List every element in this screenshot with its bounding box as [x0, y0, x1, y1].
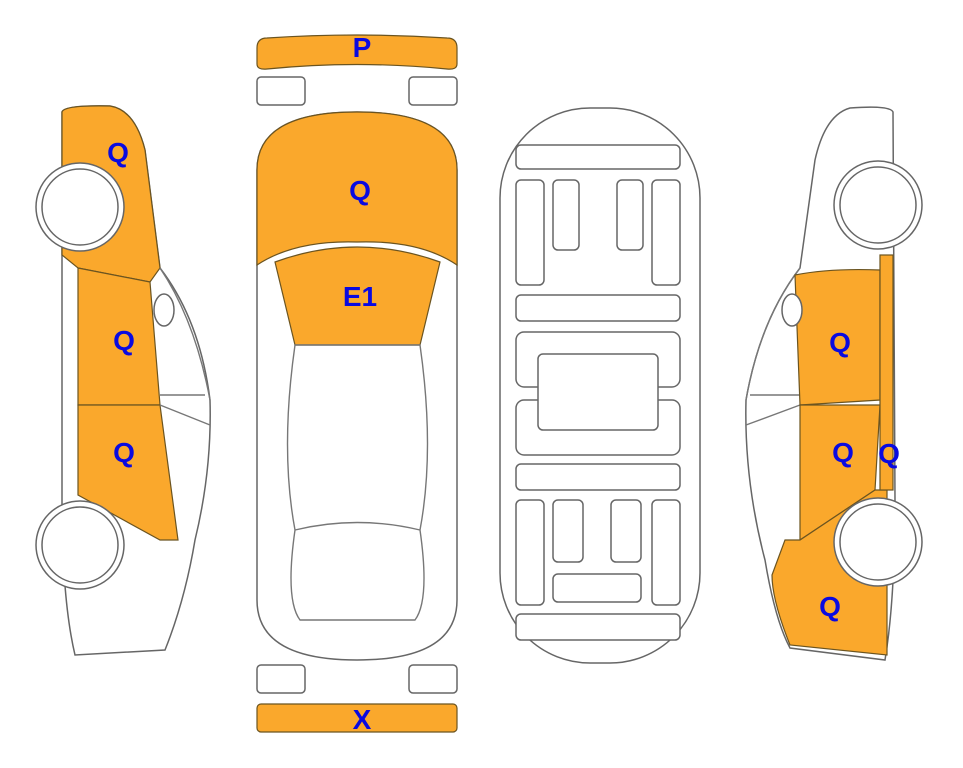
left-window-line: [159, 267, 211, 426]
front-right-light: [408, 76, 458, 106]
underside-part: [610, 499, 642, 563]
front-left-light: [256, 76, 306, 106]
underside-center-plate: [537, 353, 659, 431]
roof-outline: [286, 344, 429, 621]
label-left-front-fender: Q: [107, 137, 129, 168]
underside-part: [515, 294, 681, 322]
right-mirror: [781, 293, 803, 327]
underside-part: [616, 179, 644, 251]
right-side-view: Q Q Q Q: [745, 106, 923, 661]
rear-right-light: [408, 664, 458, 694]
underside-part: [552, 499, 584, 563]
underside-part: [515, 179, 545, 286]
left-rear-wheel-rim: [41, 506, 119, 584]
left-mirror: [153, 293, 175, 327]
label-right-rear-door: Q: [832, 437, 854, 468]
underside-part: [651, 179, 681, 286]
underside-part: [552, 573, 642, 603]
underside-part: [515, 463, 681, 491]
underside-part: [515, 144, 681, 170]
underside-part: [552, 179, 580, 251]
right-front-wheel-rim: [839, 166, 917, 244]
left-front-wheel-rim: [41, 168, 119, 246]
label-front-bumper: P: [353, 32, 372, 63]
underside-part: [651, 499, 681, 606]
left-rear-door[interactable]: [77, 404, 179, 541]
windshield[interactable]: [274, 246, 441, 346]
hood[interactable]: [256, 111, 458, 267]
underside-part: [515, 499, 545, 606]
right-window-line: [745, 267, 801, 426]
top-view: P Q E1 X: [256, 32, 458, 735]
right-pillar[interactable]: [879, 254, 894, 491]
rear-bumper[interactable]: [256, 703, 458, 733]
label-right-rear-fender: Q: [819, 591, 841, 622]
front-bumper[interactable]: [256, 34, 458, 70]
underside-part: [515, 613, 681, 641]
rear-left-light: [256, 664, 306, 694]
label-hood: Q: [349, 175, 371, 206]
label-windshield: E1: [343, 281, 377, 312]
right-rear-wheel-rim: [839, 503, 917, 581]
label-right-front-door: Q: [829, 327, 851, 358]
left-side-view: Q Q Q: [35, 105, 211, 656]
label-left-rear-door: Q: [113, 437, 135, 468]
underside-view: [499, 107, 701, 664]
label-rear-bumper: X: [353, 704, 372, 735]
label-left-front-door: Q: [113, 325, 135, 356]
label-right-pillar: Q: [878, 438, 900, 469]
